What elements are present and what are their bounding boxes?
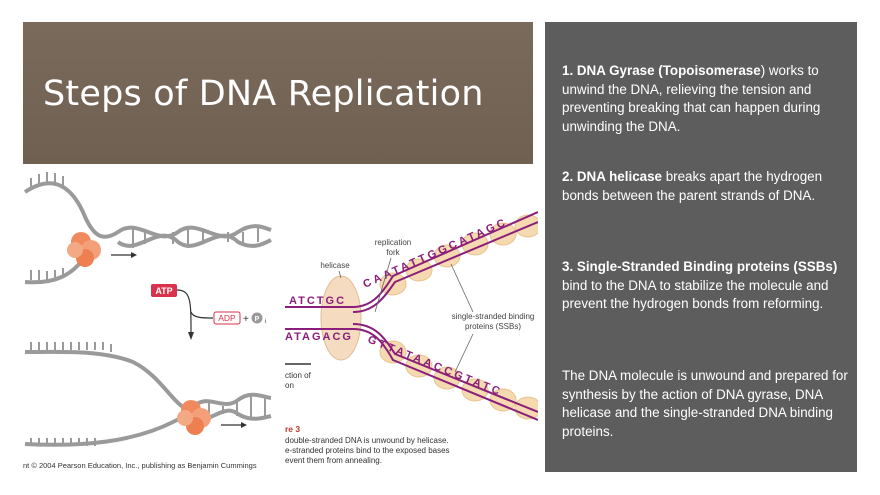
side-caption-2: on	[285, 381, 294, 390]
fork-label-2: fork	[386, 248, 400, 257]
figure-svg: ATP ADP + P i	[23, 172, 542, 470]
step-3-text: bind to the DNA to stabilize the molecul…	[562, 277, 829, 312]
title-banner: Steps of DNA Replication	[23, 22, 533, 164]
adp-arrow	[190, 311, 214, 319]
gyrase-enzyme-bottom	[177, 400, 211, 435]
upper-arm-bases: CAATATTGGCATAGC	[361, 216, 509, 291]
lower-arm-bases: GTTATAACCGTATC	[366, 334, 504, 399]
fork-label-1: replication	[375, 238, 411, 247]
top-strand-bases: ATCTGC	[289, 295, 346, 307]
adp-badge	[213, 311, 241, 325]
fork-pointer	[374, 257, 392, 313]
pi-label: P	[255, 316, 260, 323]
arrow-head-top	[131, 252, 137, 258]
gyrase-bottom-dna	[24, 342, 272, 447]
atp-arrow	[176, 289, 192, 333]
step-1-text: ) works to unwind the DNA, relieving the…	[562, 63, 821, 134]
helicase-shape	[320, 275, 362, 361]
helicase-label: helicase	[320, 261, 350, 270]
dna-replication-figure: ATP ADP + P i	[23, 172, 542, 472]
atp-label: ATP	[155, 286, 172, 296]
ssb-pointer-up	[450, 263, 474, 313]
summary-paragraph: The DNA molecule is unwound and prepared…	[562, 368, 848, 439]
info-panel: 1. DNA Gyrase (Topoisomerase) works to u…	[545, 22, 857, 472]
step-3-paragraph: 3. Single-Stranded Binding proteins (SSB…	[562, 258, 850, 314]
copyright-text: nt © 2004 Pearson Education, Inc., publi…	[23, 461, 257, 470]
figure-number: re 3	[285, 424, 300, 434]
caption-line-3: event them from annealing.	[285, 456, 382, 465]
slide-title: Steps of DNA Replication	[43, 74, 484, 114]
caption-line-1: double-stranded DNA is unwound by helica…	[285, 436, 449, 445]
step-2-heading: 2. DNA helicase	[562, 169, 662, 184]
ssb-label-2: proteins (SSBs)	[465, 322, 521, 331]
arrow-head-bottom	[241, 422, 247, 428]
step-1-paragraph: 1. DNA Gyrase (Topoisomerase) works to u…	[562, 62, 850, 136]
step-2-paragraph: 2. DNA helicase breaks apart the hydroge…	[562, 168, 850, 205]
helicase-pointer	[338, 270, 342, 279]
gyrase-enzyme-top	[67, 232, 101, 267]
replication-fork: ATCTGC ATAGACG CAATATTGGCATAGC GTTATAACC…	[285, 211, 542, 421]
ssb-pointer-down	[454, 333, 474, 373]
caption-line-2: e-stranded proteins bind to the exposed …	[285, 446, 450, 455]
gyrase-top-dna	[23, 172, 272, 285]
side-caption-1: ction of	[285, 371, 312, 380]
atp-badge	[151, 284, 177, 297]
ssb-label-1: single-stranded binding	[452, 312, 535, 321]
plus-sign: +	[243, 314, 249, 325]
bottom-strand-bases: ATAGACG	[285, 331, 353, 343]
step-2-text: breaks apart the hydrogen bonds between …	[562, 169, 823, 203]
step-1-heading: 1. DNA Gyrase (Topoisomerase	[562, 63, 761, 78]
step-3-heading: 3. Single-Stranded Binding proteins (SSB…	[562, 259, 838, 274]
atp-arrow-head	[188, 332, 194, 340]
pi-sub: i	[265, 319, 266, 325]
phosphate-icon	[251, 312, 263, 324]
adp-label: ADP	[218, 313, 236, 323]
